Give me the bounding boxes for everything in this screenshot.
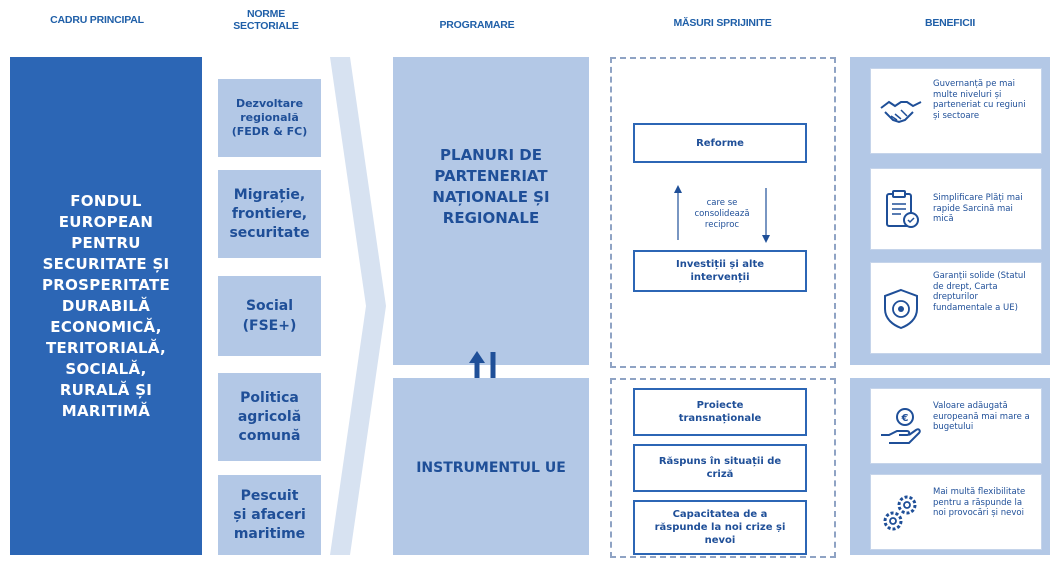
benefit-text: Garanții solide (Statul de drept, Carta … <box>933 271 1026 313</box>
chevron-arrow <box>330 57 386 555</box>
investitii-box: Investiții și alte intervenții <box>633 250 807 292</box>
sector-label: Politica agricolă comună <box>237 389 302 444</box>
header-programare: PROGRAMARE <box>439 19 515 31</box>
benefit-card: Garanții solide (Statul de drept, Carta … <box>870 262 1042 354</box>
clipboard-icon <box>886 190 919 228</box>
consolidare-text: care se consolidează reciproc <box>694 198 750 230</box>
plans-label: PLANURI DE PARTENERIAT NAȚIONALE ȘI REGI… <box>432 146 550 227</box>
sector-label: Social (FSE+) <box>242 298 297 334</box>
masuri-ue-container <box>610 378 836 558</box>
header-beneficii: BENEFICII <box>924 17 976 29</box>
sector-pescuit: Pescuit și afaceri maritime <box>218 475 321 555</box>
sector-agricola: Politica agricolă comună <box>218 373 321 461</box>
sector-label: Pescuit și afaceri maritime <box>233 487 306 542</box>
proiecte-box: Proiecte transnaționale <box>633 388 807 436</box>
benefit-card: Mai multă flexibilitate pentru a răspund… <box>870 474 1042 550</box>
raspuns-box: Răspuns în situații de criză <box>633 444 807 492</box>
gears-icon <box>883 495 917 531</box>
header-cadru: CADRU PRINCIPAL <box>50 14 144 26</box>
sector-label: Migrație, frontiere, securitate <box>229 186 310 241</box>
sector-dezvoltare: Dezvoltare regională (FEDR & FC) <box>218 79 321 157</box>
sector-migratie: Migrație, frontiere, securitate <box>218 170 321 258</box>
handshake-icon <box>880 100 922 124</box>
benefit-text: Guvernanță pe mai multe niveluri și part… <box>933 79 1026 121</box>
svg-text:€: € <box>901 413 909 424</box>
capacitate-box: Capacitatea de a răspunde la noi crize ș… <box>633 500 807 555</box>
main-fund-block: FONDUL EUROPEAN PENTRU SECURITATE ȘI PRO… <box>10 57 202 555</box>
benefit-card: Simplificare Plăți mai rapide Sarcină ma… <box>870 168 1042 250</box>
reforme-box: Reforme <box>633 123 807 163</box>
header-masuri: MĂSURI SPRIJINITE <box>673 17 772 29</box>
instrument-label: INSTRUMENTUL UE <box>416 460 566 476</box>
benefit-card: Guvernanță pe mai multe niveluri și part… <box>870 68 1042 154</box>
sector-social: Social (FSE+) <box>218 276 321 356</box>
instrument-panel: INSTRUMENTUL UE <box>393 378 589 555</box>
shield-icon <box>884 288 918 330</box>
benefit-text: Mai multă flexibilitate pentru a răspund… <box>933 487 1026 518</box>
benefit-card: € Valoare adăugată europeană mai mare a … <box>870 388 1042 464</box>
header-norme: NORME SECTORIALE <box>233 8 299 32</box>
main-fund-label: FONDUL EUROPEAN PENTRU SECURITATE ȘI PRO… <box>41 191 171 420</box>
reciprocal-arrows-icon <box>674 185 770 243</box>
hand-coin-icon: € <box>881 408 921 444</box>
benefit-text: Simplificare Plăți mai rapide Sarcină ma… <box>933 193 1023 224</box>
benefit-text: Valoare adăugată europeană mai mare a bu… <box>933 401 1030 432</box>
plans-panel: PLANURI DE PARTENERIAT NAȚIONALE ȘI REGI… <box>393 57 589 365</box>
masuri-national-container <box>610 57 836 368</box>
sector-label: Dezvoltare regională (FEDR & FC) <box>231 97 308 138</box>
